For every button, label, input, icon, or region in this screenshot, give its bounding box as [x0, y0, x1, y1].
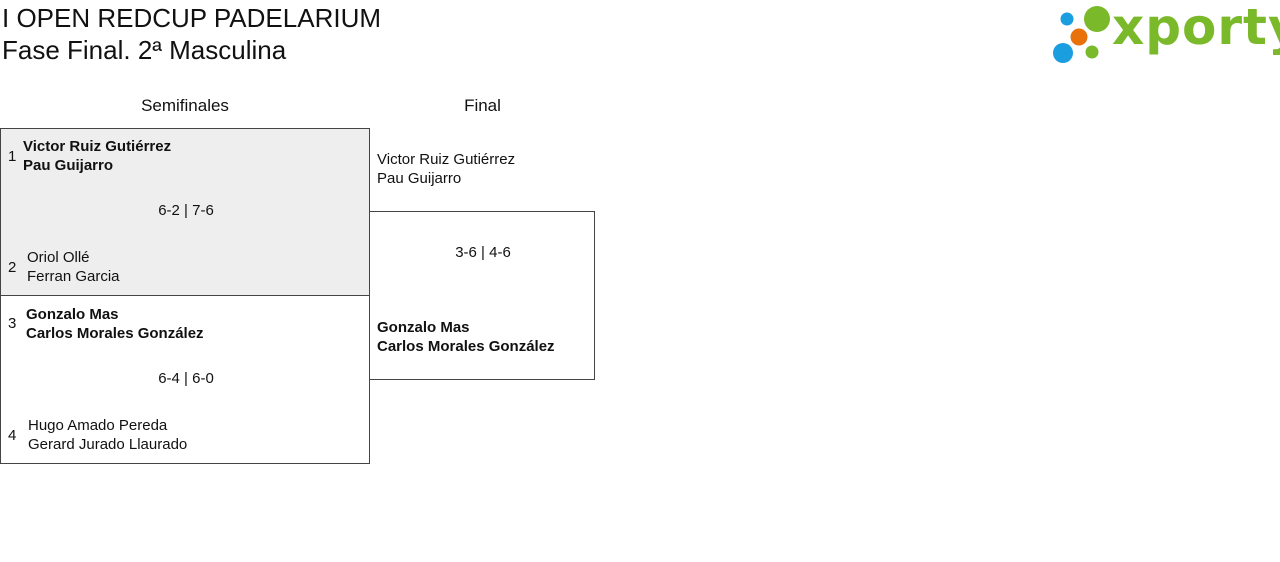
- seed-number: 4: [8, 427, 17, 444]
- player-name: Gonzalo Mas: [26, 306, 119, 323]
- match-score: 6-4 | 6-0: [158, 370, 214, 387]
- seed-number: 1: [8, 148, 17, 165]
- match-score: 6-2 | 7-6: [158, 202, 214, 219]
- logo-text: xporty: [1112, 0, 1280, 56]
- player-name: Ferran Garcia: [27, 268, 120, 285]
- final-team1-player: Pau Guijarro: [377, 170, 462, 187]
- player-name: Gerard Jurado Llaurado: [28, 436, 188, 453]
- round-label-final: Final: [464, 96, 501, 115]
- player-name: Oriol Ollé: [27, 249, 90, 266]
- player-name: Hugo Amado Pereda: [28, 417, 168, 434]
- seed-number: 2: [8, 259, 17, 276]
- match-score: 3-6 | 4-6: [455, 244, 511, 261]
- xporty-logo: [1050, 4, 1280, 66]
- final-team1-player: Victor Ruiz Gutiérrez: [377, 151, 516, 168]
- semifinal-match-2[interactable]: 3 Gonzalo Mas Carlos Morales González 6-…: [0, 295, 370, 464]
- player-name: Victor Ruiz Gutiérrez: [23, 138, 172, 155]
- final-team2-player: Gonzalo Mas: [377, 319, 470, 336]
- final-team2-player: Carlos Morales González: [377, 338, 555, 355]
- player-name: Carlos Morales González: [26, 325, 204, 342]
- logo-dots-icon: [1053, 6, 1110, 63]
- final-match[interactable]: 3-6 | 4-6 Gonzalo Mas Carlos Morales Gon…: [369, 211, 595, 380]
- semifinal-match-1[interactable]: 1 Victor Ruiz Gutiérrez Pau Guijarro 6-2…: [0, 128, 370, 296]
- tournament-title: I OPEN REDCUP PADELARIUM: [2, 3, 382, 33]
- seed-number: 3: [8, 315, 17, 332]
- round-label-semifinales: Semifinales: [141, 96, 229, 115]
- phase-title: Fase Final. 2ª Masculina: [2, 35, 287, 65]
- player-name: Pau Guijarro: [23, 157, 114, 174]
